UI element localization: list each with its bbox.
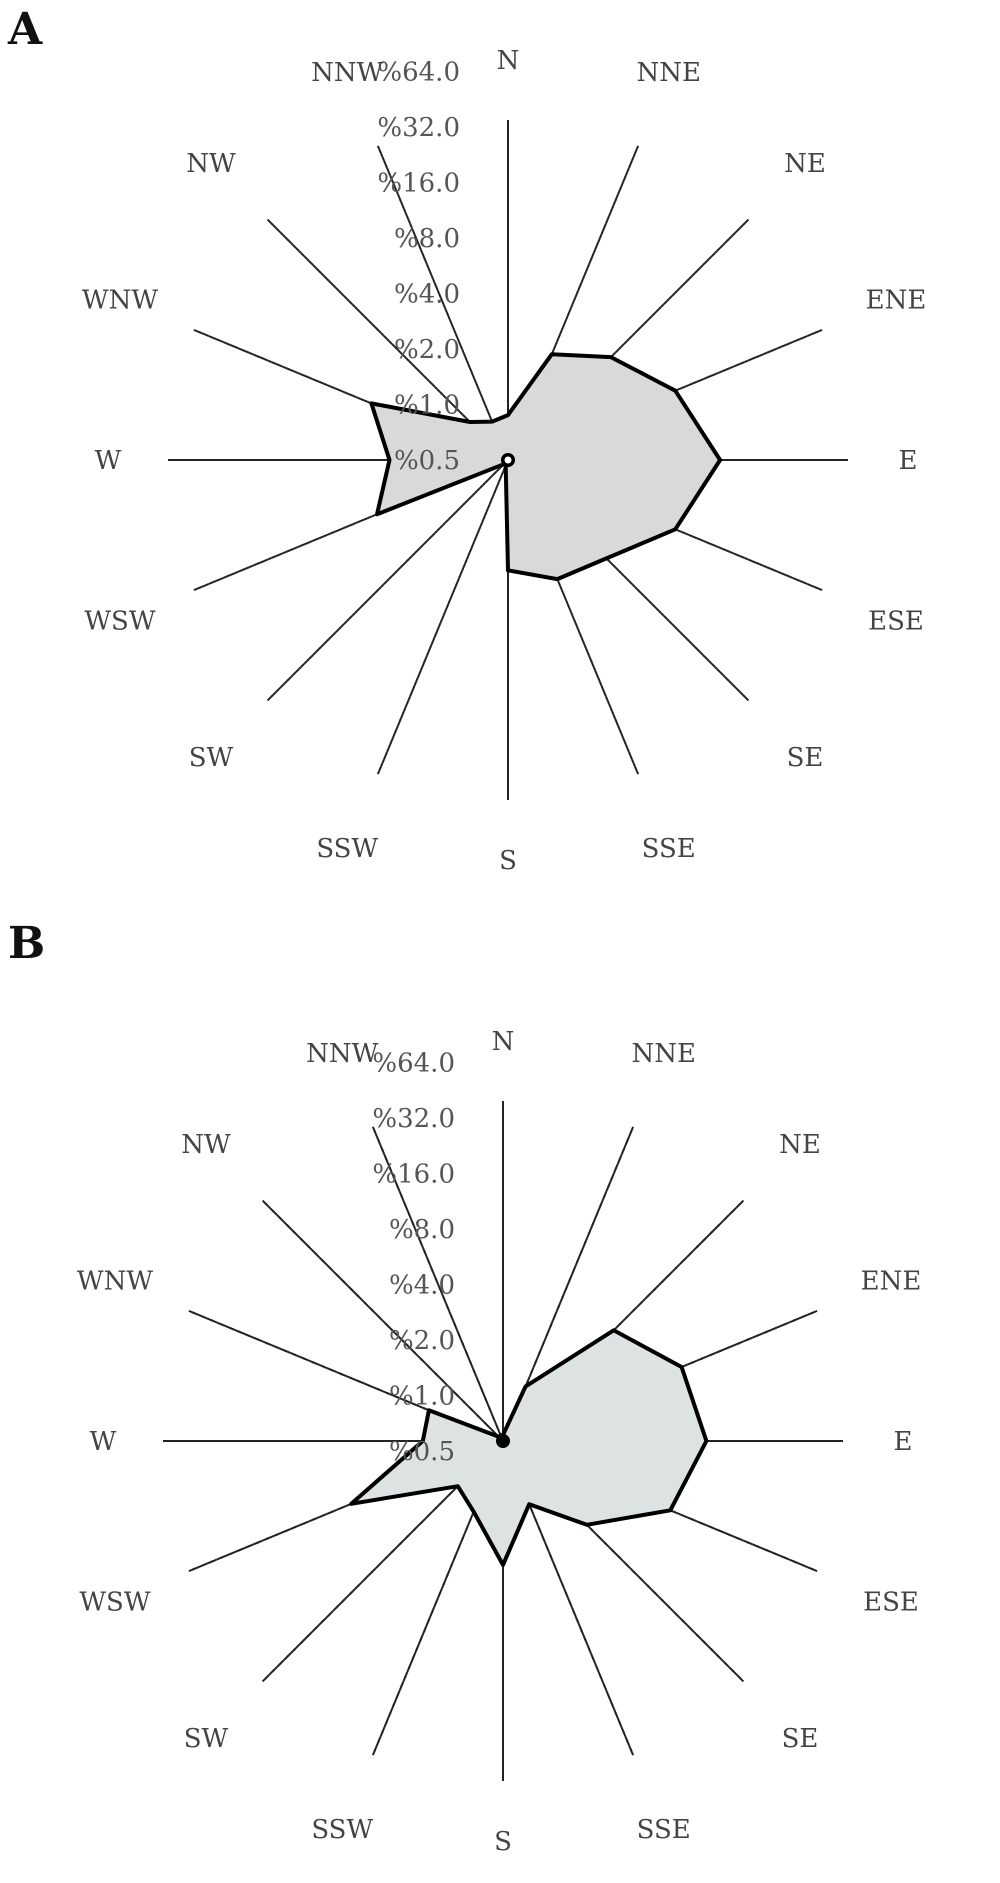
center-dot <box>496 1434 510 1448</box>
direction-label-e: E <box>894 1427 913 1457</box>
direction-label-s: S <box>499 846 517 876</box>
direction-label-sw: SW <box>189 743 234 773</box>
ring-label: %4.0 <box>394 280 460 310</box>
ring-label: %8.0 <box>394 224 460 254</box>
direction-label-ene: ENE <box>861 1266 922 1296</box>
data-point-ese <box>668 1508 672 1512</box>
direction-label-ssw: SSW <box>311 1815 373 1845</box>
ring-label: %8.0 <box>389 1215 455 1245</box>
direction-label-ne: NE <box>779 1130 821 1160</box>
ring-label: %4.0 <box>389 1271 455 1301</box>
direction-label-ssw: SSW <box>316 834 378 864</box>
data-point-wnw <box>427 1408 431 1412</box>
data-point-nne <box>524 1384 528 1388</box>
direction-label-nne: NNE <box>636 58 700 88</box>
direction-label-sw: SW <box>184 1724 229 1754</box>
ring-label: %2.0 <box>389 1326 455 1356</box>
direction-label-nw: NW <box>181 1130 231 1160</box>
direction-label-ese: ESE <box>863 1588 919 1618</box>
data-point-nnw <box>490 420 494 424</box>
direction-label-n: N <box>492 1027 515 1057</box>
data-point-nne <box>550 352 554 356</box>
data-point-n <box>506 413 510 417</box>
direction-label-se: SE <box>782 1724 819 1754</box>
ring-label: %2.0 <box>394 335 460 365</box>
direction-label-w: W <box>90 1427 117 1457</box>
data-point-s <box>501 1563 505 1567</box>
direction-label-sse: SSE <box>637 1815 691 1845</box>
ring-label: %0.5 <box>389 1437 455 1467</box>
ring-label: %16.0 <box>377 169 460 199</box>
data-point-se <box>604 556 608 560</box>
ring-label: %64.0 <box>377 58 460 88</box>
panel-letter: A <box>7 4 43 55</box>
wind-rose-panel-b: B %0.5 %1.0 %2.0 %4.0 %8.0 %16.0 %32.0 %64.0 N NN… <box>8 918 921 1857</box>
ring-label: %0.5 <box>394 446 460 476</box>
center-dot-inner <box>504 456 512 464</box>
direction-label-wsw: WSW <box>84 607 156 637</box>
data-point-s <box>506 568 510 572</box>
direction-label-ene: ENE <box>866 285 927 315</box>
direction-label-nnw: NNW <box>311 58 384 88</box>
data-point-w <box>388 458 392 462</box>
data-point-sse <box>527 1502 531 1506</box>
data-point-nw <box>468 420 472 424</box>
direction-label-wnw: WNW <box>77 1266 153 1296</box>
direction-label-s: S <box>494 1827 512 1857</box>
direction-label-ne: NE <box>784 149 826 179</box>
data-point-ene <box>680 1365 684 1369</box>
direction-label-wnw: WNW <box>82 285 158 315</box>
data-point-wnw <box>369 401 373 405</box>
wind-rose-panel-a: A %0.5 %1.0 %2.0 %4.0 %8.0 %16.0 %32.0 %64.0 N NN… <box>7 4 926 876</box>
ring-label: %1.0 <box>389 1382 455 1412</box>
direction-label-e: E <box>899 446 918 476</box>
data-point-ese <box>673 527 677 531</box>
data-point-sse <box>555 577 559 581</box>
data-point-e <box>718 458 722 462</box>
data-point-wsw <box>349 1502 353 1506</box>
ring-label: %1.0 <box>394 391 460 421</box>
direction-label-nnw: NNW <box>306 1039 379 1069</box>
direction-label-n: N <box>497 46 520 76</box>
ring-label: %32.0 <box>372 1104 455 1134</box>
direction-label-nne: NNE <box>631 1039 695 1069</box>
ring-label: %32.0 <box>377 113 460 143</box>
data-point-e <box>704 1439 708 1443</box>
direction-label-nw: NW <box>186 149 236 179</box>
data-point-w <box>421 1439 425 1443</box>
panel-letter: B <box>8 918 45 969</box>
data-point-sw <box>456 1484 460 1488</box>
data-point-ne <box>612 1328 616 1332</box>
data-point-ssw <box>472 1510 476 1514</box>
data-point-wsw <box>375 512 379 516</box>
direction-label-ese: ESE <box>868 607 924 637</box>
ring-label: %16.0 <box>372 1160 455 1190</box>
direction-label-w: W <box>95 446 122 476</box>
direction-label-se: SE <box>787 743 824 773</box>
data-point-ne <box>609 355 613 359</box>
data-point-ene <box>673 389 677 393</box>
ring-label: %64.0 <box>372 1049 455 1079</box>
direction-label-wsw: WSW <box>79 1588 151 1618</box>
data-point-se <box>585 1523 589 1527</box>
direction-label-sse: SSE <box>642 834 696 864</box>
